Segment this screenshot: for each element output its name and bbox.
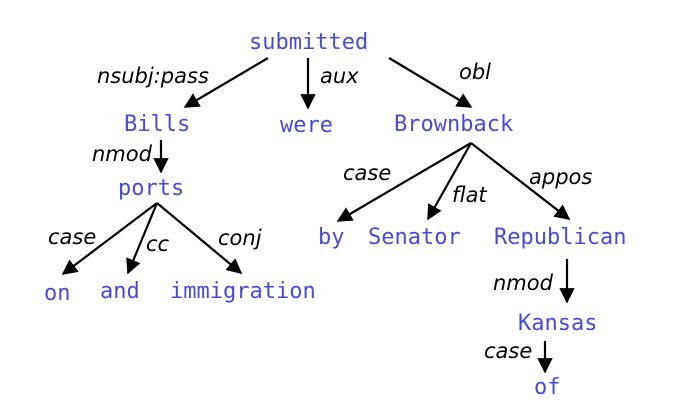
arc-submitted-bills: [183, 57, 269, 108]
label-aux: aux: [320, 64, 359, 88]
label-case-on: case: [48, 225, 97, 249]
word-bills: Bills: [124, 112, 191, 137]
word-immigration: immigration: [170, 279, 316, 304]
label-nmod-kansas: nmod: [493, 271, 553, 295]
label-nmod-ports: nmod: [92, 142, 152, 166]
word-by: by: [318, 225, 345, 250]
label-obl: obl: [459, 60, 492, 84]
word-brownback: Brownback: [394, 112, 514, 137]
word-were: were: [280, 113, 333, 138]
word-senator: Senator: [368, 225, 461, 250]
arc-ports-immigration: [156, 202, 243, 274]
word-of: of: [534, 375, 561, 400]
label-case-of: case: [484, 339, 533, 363]
word-submitted: submitted: [249, 30, 369, 55]
label-case-by: case: [343, 161, 392, 185]
word-ports: ports: [118, 176, 185, 201]
word-republican: Republican: [494, 225, 627, 250]
word-kansas: Kansas: [518, 311, 598, 336]
word-and: and: [100, 279, 140, 304]
label-appos: appos: [529, 165, 593, 189]
label-conj: conj: [218, 226, 262, 250]
arc-ports-and: [126, 202, 159, 275]
label-flat: flat: [452, 183, 487, 207]
label-cc: cc: [146, 232, 170, 256]
arc-ports-on: [61, 202, 158, 275]
arc-brownback-republican: [470, 142, 571, 220]
arc-brownback-senator: [427, 142, 472, 221]
label-nsubj-pass: nsubj:pass: [97, 64, 209, 88]
word-on: on: [44, 281, 71, 306]
arc-submitted-brownback: [388, 57, 473, 108]
arc-brownback-by: [336, 142, 472, 222]
